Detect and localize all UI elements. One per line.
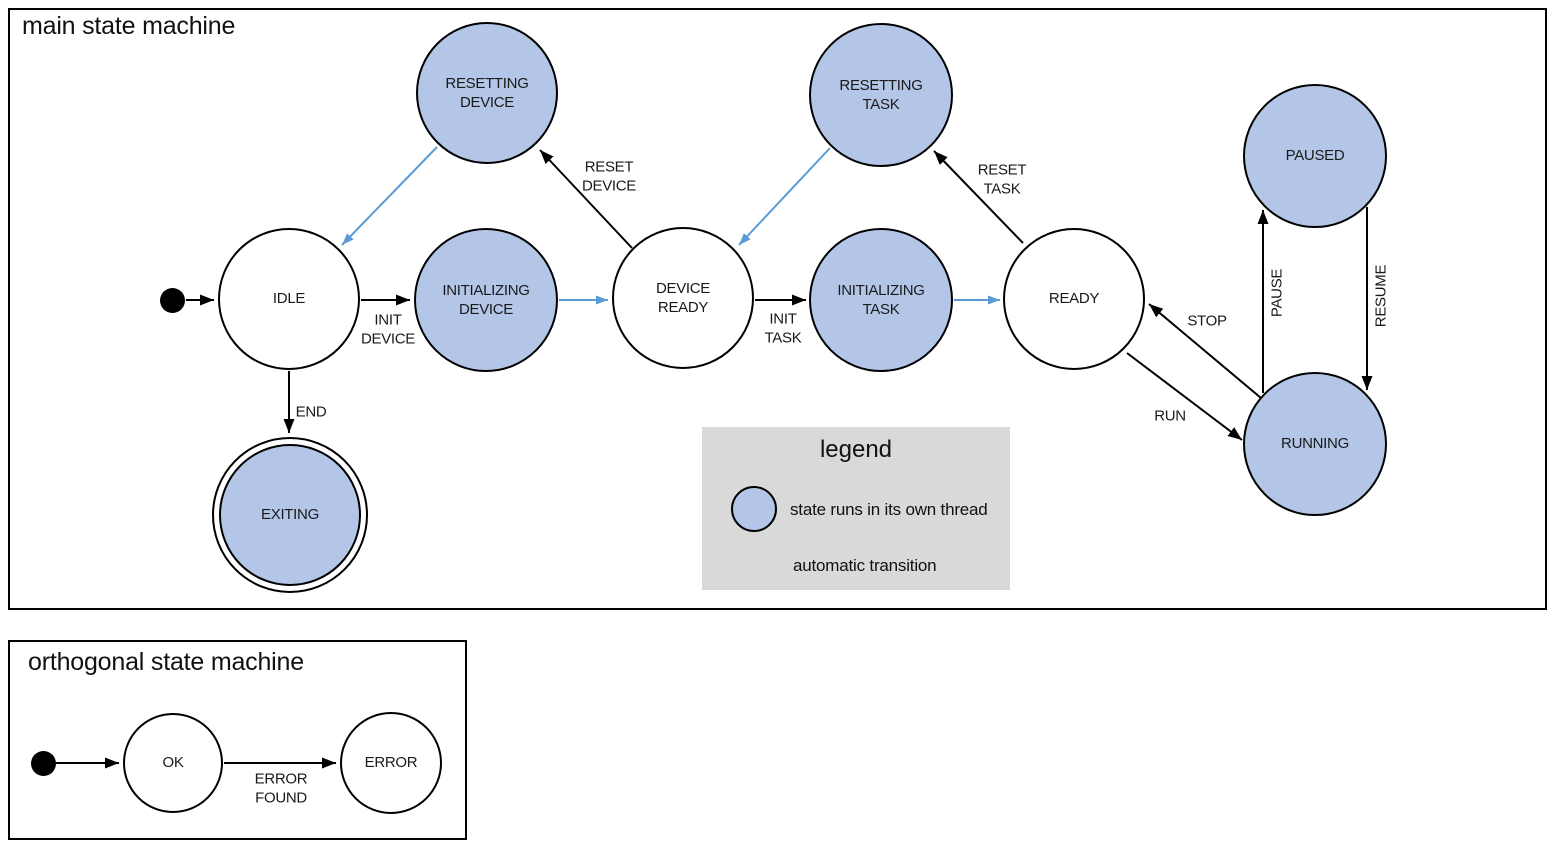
state-exiting-outer-ring: EXITING: [212, 437, 368, 593]
state-exiting: EXITING: [219, 444, 361, 586]
state-ready: READY: [1003, 228, 1145, 370]
main-panel-title: main state machine: [22, 12, 236, 40]
state-running: RUNNING: [1243, 372, 1387, 516]
transition-label-resume: RESUME: [1372, 264, 1390, 328]
state-resetting-task: RESETTING TASK: [809, 23, 953, 167]
transition-label-run: RUN: [1154, 407, 1186, 425]
initial-state-dot-orthogonal: [31, 751, 56, 776]
orthogonal-panel-title: orthogonal state machine: [28, 648, 304, 676]
transition-label-reset-device: RESET DEVICE: [581, 158, 637, 194]
state-paused: PAUSED: [1243, 84, 1387, 228]
transition-label-stop: STOP: [1187, 312, 1227, 330]
state-idle: IDLE: [218, 228, 360, 370]
legend-panel: legend state runs in its own thread auto…: [702, 427, 1010, 590]
initial-state-dot-main: [160, 288, 185, 313]
transition-label-error-found: ERROR FOUND: [254, 770, 308, 806]
legend-automatic-label: automatic transition: [793, 556, 937, 575]
transition-label-init-task: INIT TASK: [764, 310, 802, 346]
state-ok: OK: [123, 713, 223, 813]
legend-threaded-label: state runs in its own thread: [790, 500, 988, 519]
state-initializing-task: INITIALIZING TASK: [809, 228, 953, 372]
state-device-ready: DEVICE READY: [612, 227, 754, 369]
threaded-state-legend-swatch: [731, 486, 777, 532]
state-error: ERROR: [340, 712, 442, 814]
state-resetting-device: RESETTING DEVICE: [416, 22, 558, 164]
transition-label-pause: PAUSE: [1268, 268, 1286, 318]
transition-label-init-device: INIT DEVICE: [360, 311, 416, 347]
transition-label-reset-task: RESET TASK: [977, 161, 1027, 197]
legend-title: legend: [819, 436, 893, 463]
state-initializing-device: INITIALIZING DEVICE: [414, 228, 558, 372]
transition-label-end: END: [295, 403, 327, 421]
